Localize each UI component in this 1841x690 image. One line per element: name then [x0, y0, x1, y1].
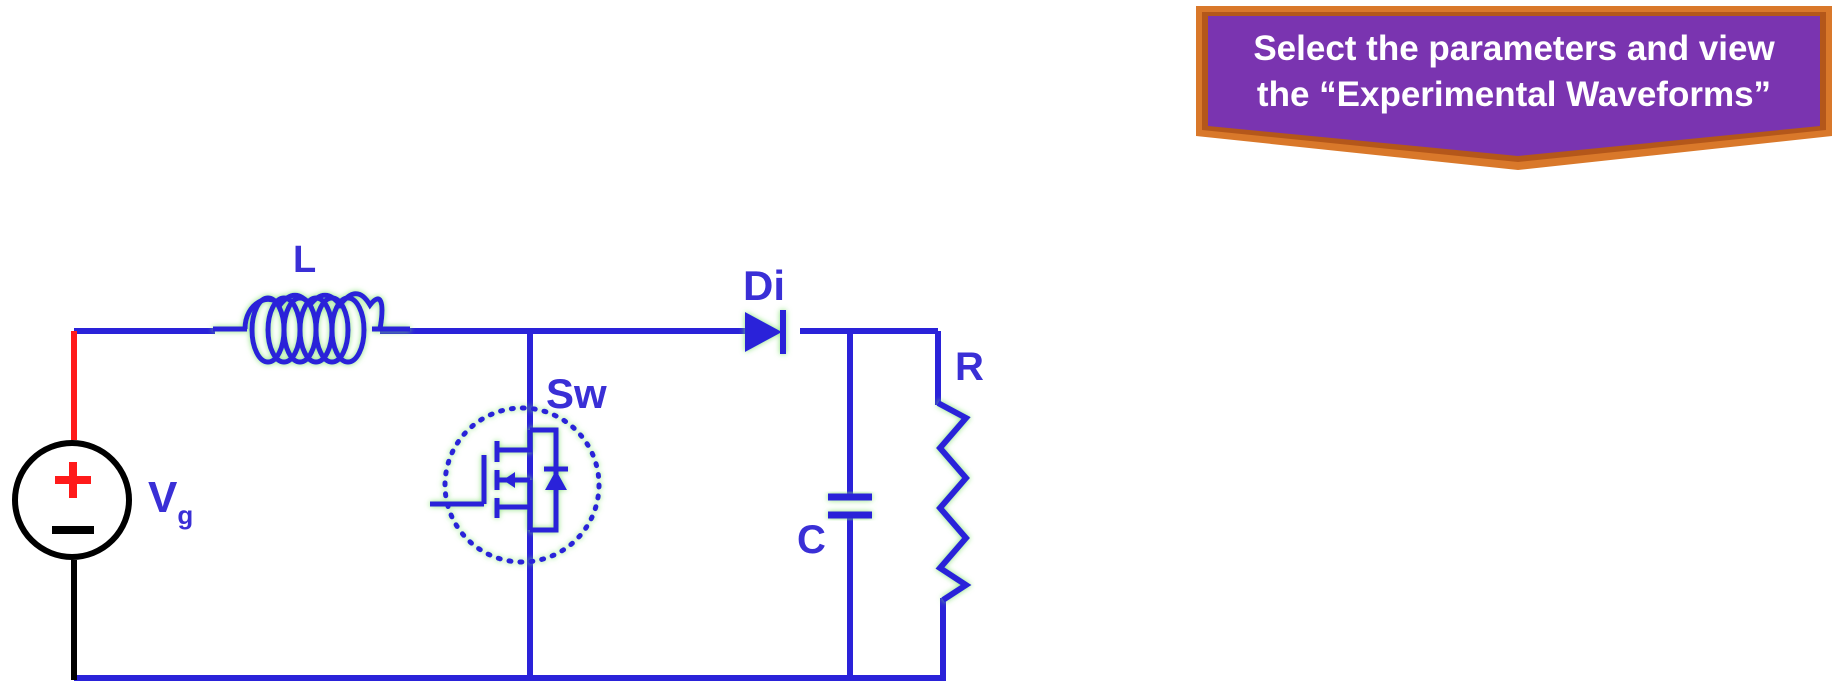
- banner-shape: [1196, 6, 1832, 170]
- resistor-label: R: [955, 345, 984, 389]
- circuit-wires: [74, 328, 946, 681]
- resistor-symbol: [935, 400, 972, 603]
- diode-label: Di: [743, 262, 785, 309]
- banner-line-1: Select the parameters and view: [1253, 29, 1775, 68]
- inductor-label: L: [293, 239, 316, 281]
- voltage-source-label-main: V: [148, 473, 178, 522]
- capacitor-symbol: [828, 493, 872, 519]
- banner-line-2: the “Experimental Waveforms”: [1256, 75, 1772, 114]
- voltage-source-symbol: [12, 440, 132, 560]
- voltage-source-label-subscript: g: [177, 500, 193, 530]
- banner-text: Select the parameters and view the “Expe…: [1192, 26, 1836, 118]
- diode-symbol: [745, 310, 786, 354]
- inductor-symbol: [213, 291, 410, 365]
- instruction-banner: Select the parameters and view the “Expe…: [1192, 2, 1836, 172]
- voltage-source-label: Vg: [148, 473, 193, 530]
- mosfet-switch-symbol: [430, 405, 602, 565]
- switch-label: Sw: [546, 370, 607, 417]
- capacitor-label: C: [797, 518, 826, 562]
